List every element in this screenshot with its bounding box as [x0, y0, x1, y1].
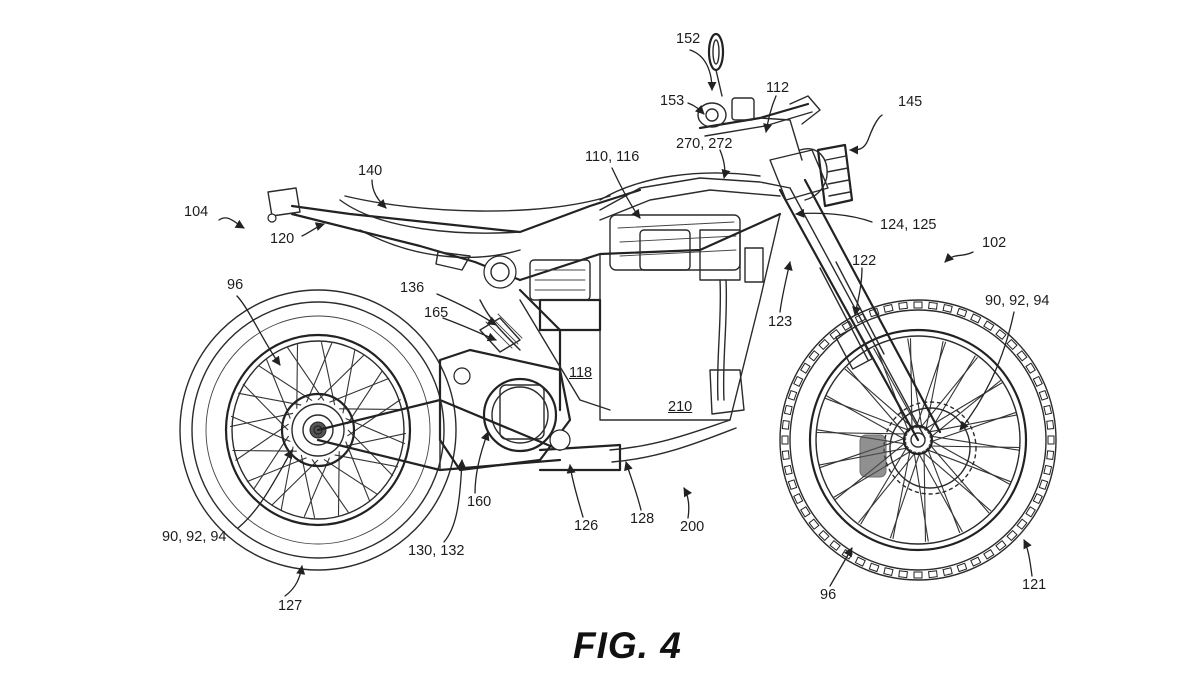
ref-label-120: 120 — [270, 232, 294, 247]
main-frame — [520, 214, 780, 420]
ref-label-110-116: 110, 116 — [585, 150, 639, 165]
ref-label-124-125: 124, 125 — [880, 218, 936, 233]
ref-label-96-rear: 96 — [227, 278, 243, 293]
figure-caption: FIG. 4 — [573, 625, 682, 667]
ref-label-270-272: 270, 272 — [676, 137, 732, 152]
leader-lines — [219, 50, 1032, 596]
ref-label-118: 118 — [569, 366, 592, 381]
ref-label-136: 136 — [400, 281, 424, 296]
ref-label-165: 165 — [424, 306, 448, 321]
ref-label-102: 102 — [982, 236, 1006, 251]
ref-label-126: 126 — [574, 519, 598, 534]
ref-label-145: 145 — [898, 95, 922, 110]
ref-label-200: 200 — [680, 520, 704, 535]
ref-label-96-front: 96 — [820, 588, 836, 603]
ref-label-123: 123 — [768, 315, 792, 330]
seat-and-frame — [268, 173, 790, 288]
ref-label-127: 127 — [278, 599, 302, 614]
ref-label-130-132: 130, 132 — [408, 544, 464, 559]
handlebar-assembly — [698, 34, 852, 206]
ref-label-104: 104 — [184, 205, 208, 220]
ref-label-128: 128 — [630, 512, 654, 527]
drivetrain — [318, 300, 736, 470]
ref-label-140: 140 — [358, 164, 382, 179]
ref-label-152: 152 — [676, 32, 700, 47]
ref-label-121: 121 — [1022, 578, 1046, 593]
ref-label-122: 122 — [852, 254, 876, 269]
ref-label-210: 210 — [668, 400, 692, 415]
ref-label-90-92-94-front: 90, 92, 94 — [985, 294, 1050, 309]
ref-label-90-92-94-rear: 90, 92, 94 — [162, 530, 227, 545]
ref-label-160: 160 — [467, 495, 491, 510]
ref-label-112: 112 — [766, 81, 789, 96]
ref-label-153: 153 — [660, 94, 684, 109]
